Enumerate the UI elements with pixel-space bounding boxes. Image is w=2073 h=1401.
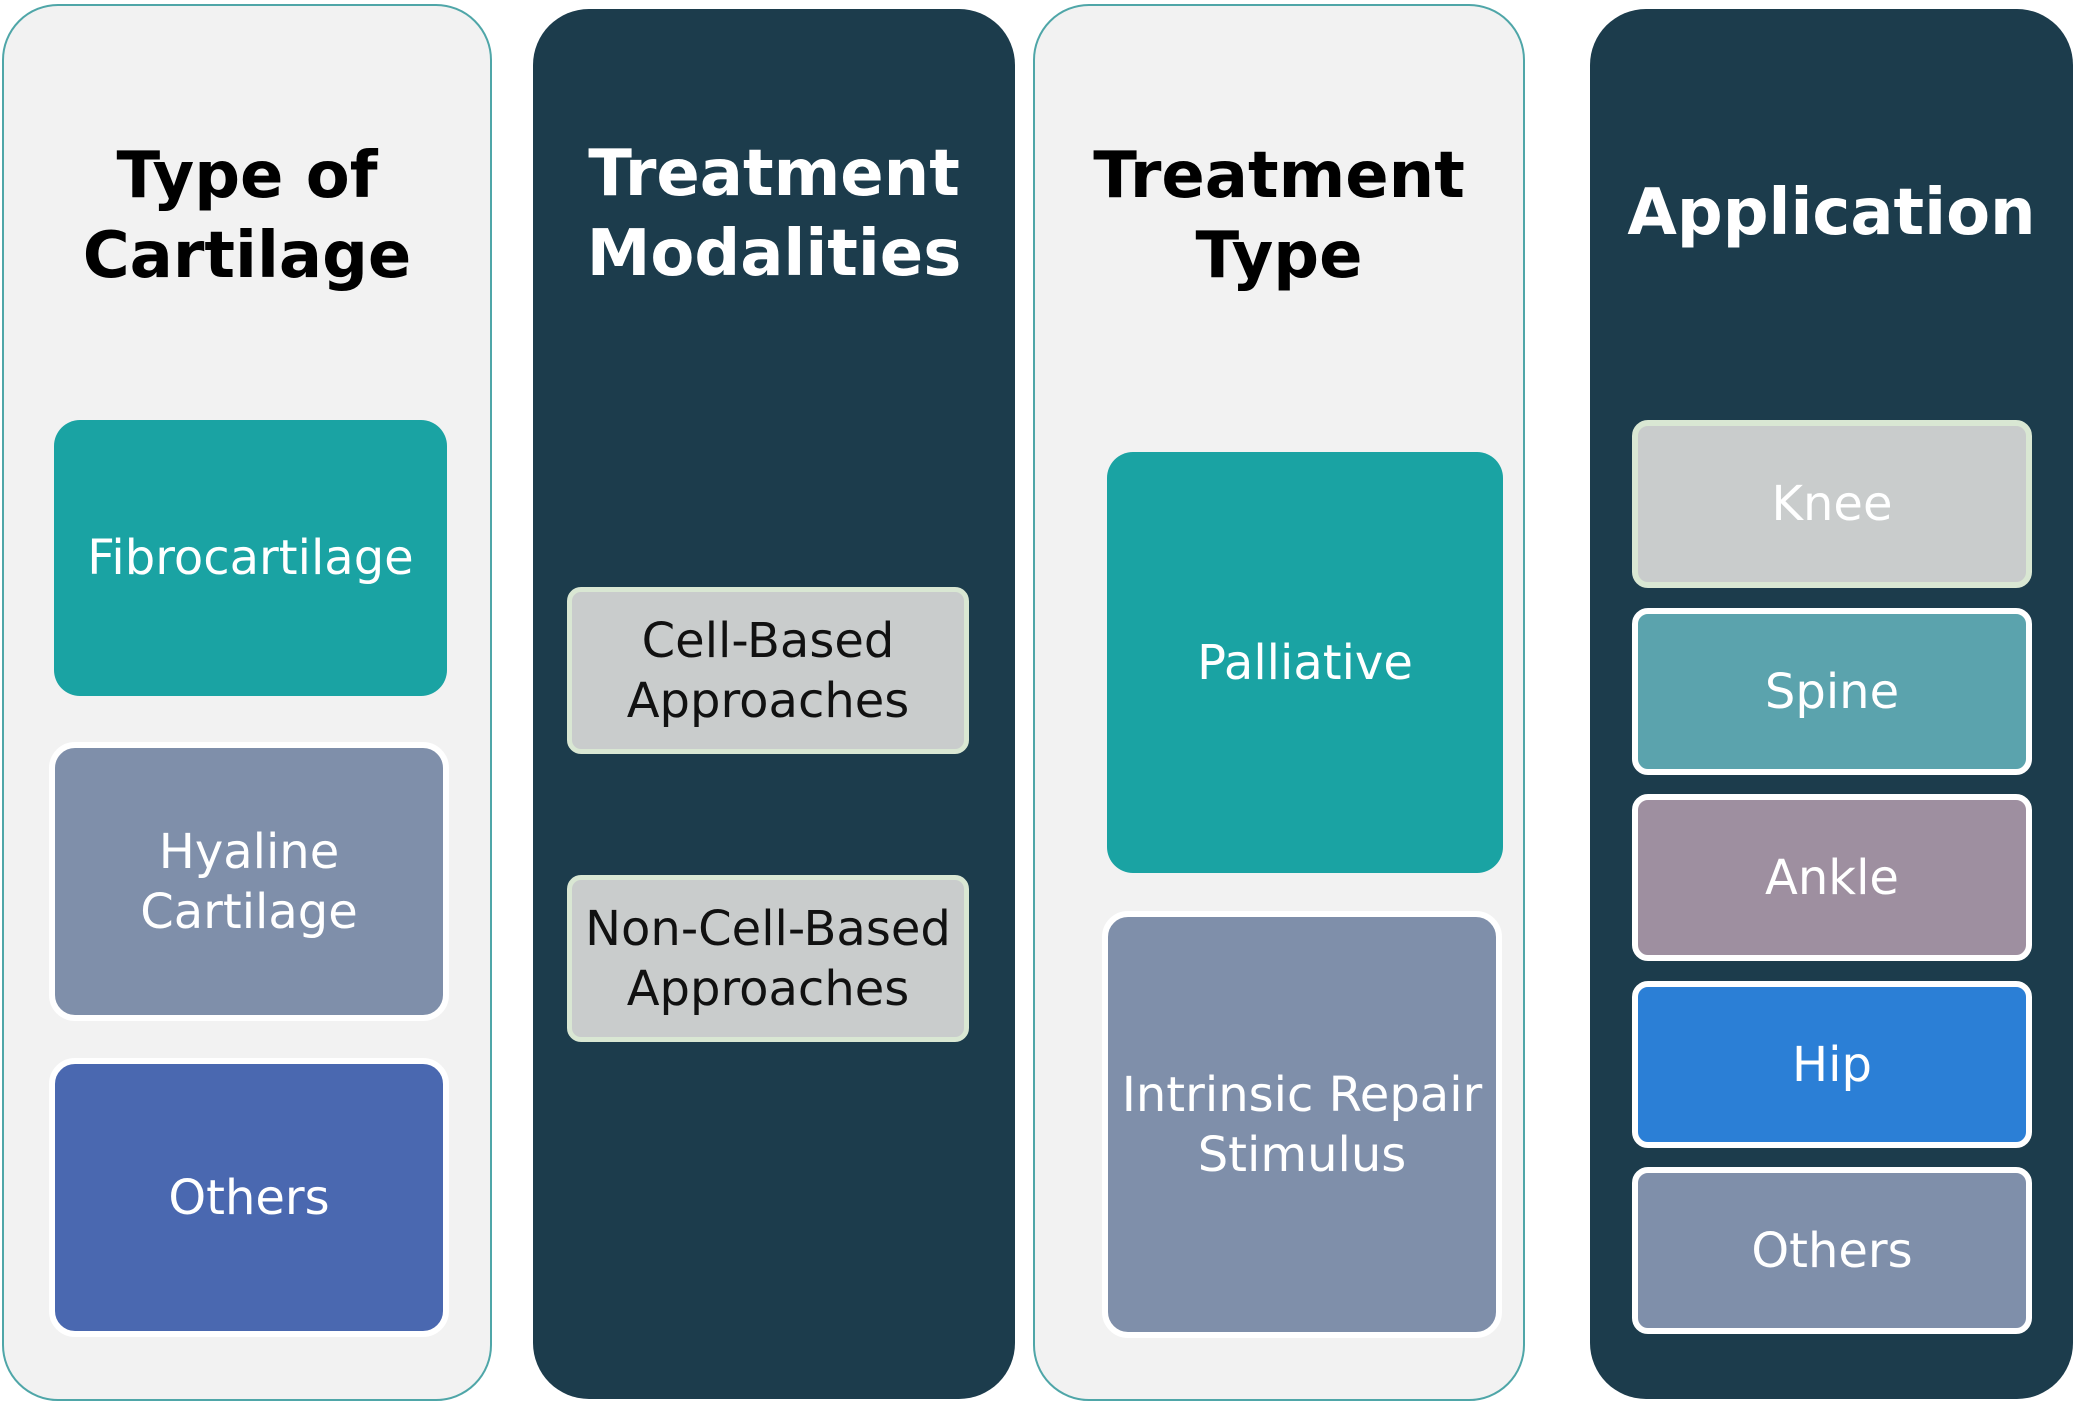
column-treatment-type: Treatment Type Palliative Intrinsic Repa… — [1033, 4, 1525, 1401]
column-title-treatment-type: Treatment Type — [1093, 139, 1465, 293]
column-application: Application Knee Spine Ankle Hip Others — [1590, 9, 2073, 1399]
item-cell-based-approaches: Cell-Based Approaches — [567, 587, 969, 754]
item-hyaline-cartilage: Hyaline Cartilage — [49, 742, 449, 1021]
column-title-treatment-modalities: Treatment Modalities — [586, 137, 962, 291]
item-non-cell-based-approaches: Non-Cell-Based Approaches — [567, 875, 969, 1042]
column-title-type-of-cartilage: Type of Cartilage — [82, 139, 412, 293]
item-intrinsic-repair-stimulus: Intrinsic Repair Stimulus — [1102, 911, 1502, 1338]
item-knee: Knee — [1632, 420, 2032, 588]
item-others-application: Others — [1632, 1167, 2032, 1334]
item-spine: Spine — [1632, 608, 2032, 775]
column-type-of-cartilage: Type of Cartilage Fibrocartilage Hyaline… — [2, 4, 492, 1401]
item-others-cartilage: Others — [49, 1058, 449, 1337]
item-ankle: Ankle — [1632, 794, 2032, 961]
column-title-application: Application — [1627, 176, 2036, 250]
item-fibrocartilage: Fibrocartilage — [54, 420, 447, 696]
item-palliative: Palliative — [1107, 452, 1503, 873]
column-treatment-modalities: Treatment Modalities Cell-Based Approach… — [533, 9, 1015, 1399]
item-hip: Hip — [1632, 981, 2032, 1148]
